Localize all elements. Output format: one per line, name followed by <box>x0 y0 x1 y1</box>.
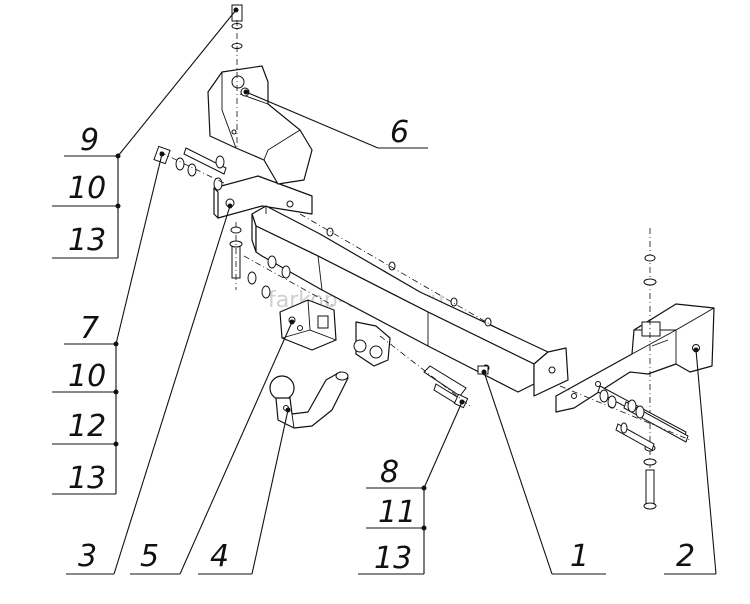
main-crossbar <box>251 205 569 397</box>
callout-13-bottom: 13 <box>374 541 412 576</box>
right-mounting-bracket <box>555 228 715 510</box>
callout-12: 12 <box>68 409 106 444</box>
callout-2: 2 <box>676 539 695 574</box>
callout-labels: 9 10 13 6 7 10 12 13 8 11 13 3 5 4 1 2 <box>68 115 695 576</box>
callout-10-top: 10 <box>68 171 106 206</box>
callout-3: 3 <box>78 539 97 574</box>
callout-10-mid: 10 <box>68 359 106 394</box>
callout-5: 5 <box>140 539 159 574</box>
callout-9: 9 <box>80 123 99 158</box>
callout-11: 11 <box>378 495 416 530</box>
callout-1: 1 <box>570 539 589 574</box>
socket-plate <box>279 299 337 351</box>
callout-13-top: 13 <box>68 223 106 258</box>
callout-13-mid: 13 <box>68 461 106 496</box>
ball-mount <box>269 371 349 429</box>
callout-8: 8 <box>380 455 399 490</box>
left-mounting-bracket <box>213 175 313 219</box>
callout-7: 7 <box>80 311 99 346</box>
callout-6: 6 <box>390 115 409 150</box>
upper-bracket <box>207 4 313 185</box>
junction-dots <box>113 7 699 531</box>
callout-4: 4 <box>210 539 229 574</box>
hitch-lug <box>353 321 471 409</box>
right-bolts <box>559 385 691 451</box>
leader-lines <box>52 9 717 575</box>
